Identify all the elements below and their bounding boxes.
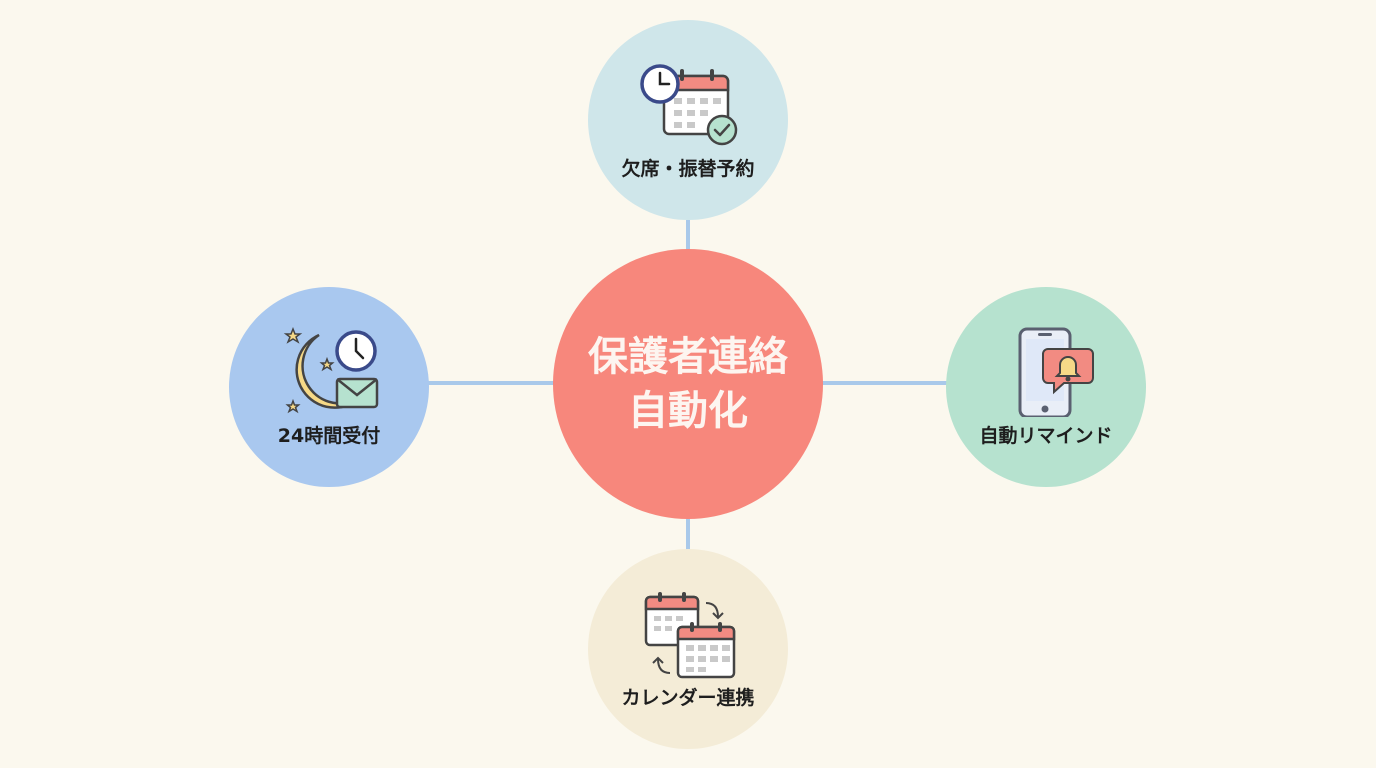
center-title-line2: 自動化 <box>628 388 748 434</box>
node-calendar-sync: カレンダー連携 <box>588 549 788 749</box>
node-24h-reception: 24時間受付 <box>229 287 429 487</box>
node-24h-reception-label: 24時間受付 <box>277 424 381 447</box>
node-absence-booking-label: 欠席・振替予約 <box>621 157 755 180</box>
node-absence-booking: 欠席・振替予約 <box>588 20 788 220</box>
node-auto-reminder: 自動リマインド <box>946 287 1146 487</box>
node-auto-reminder-label: 自動リマインド <box>979 424 1113 447</box>
calendar-sync-icon <box>644 591 736 678</box>
node-calendar-sync-label: カレンダー連携 <box>621 686 755 709</box>
center-node: 保護者連絡 自動化 <box>553 249 823 519</box>
center-title-line1: 保護者連絡 <box>588 334 788 380</box>
calendar-clock-check-icon <box>640 63 738 145</box>
phone-bell-icon <box>1018 327 1094 417</box>
moon-clock-mail-icon <box>283 326 379 413</box>
